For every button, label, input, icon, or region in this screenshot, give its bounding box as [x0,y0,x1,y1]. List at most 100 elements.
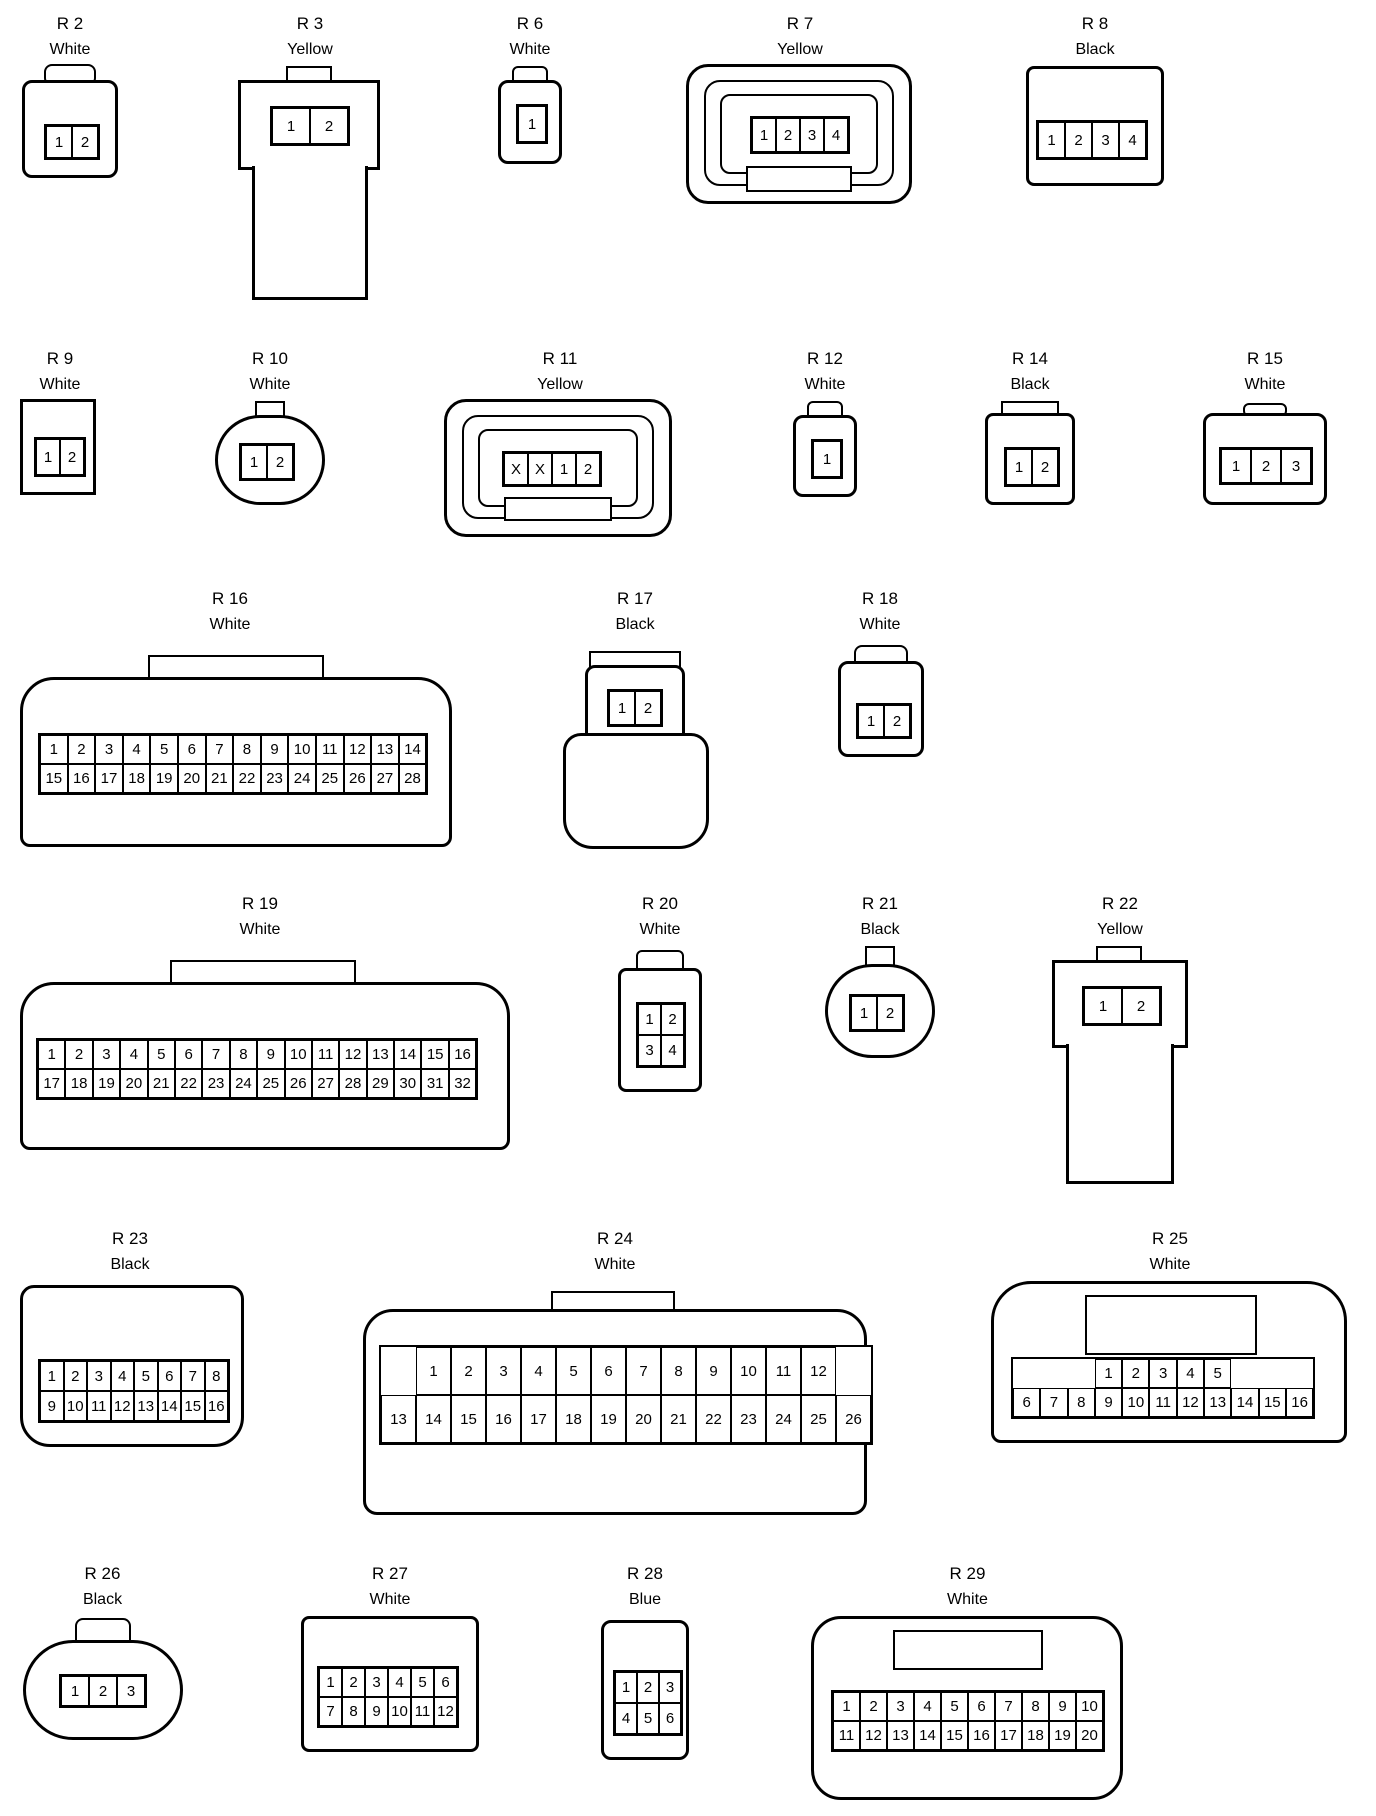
pin-cavity: 21 [205,764,234,793]
pin-cavity: 24 [229,1069,258,1098]
pin-cavity: 16 [968,1721,995,1750]
pin-cavity: 12 [801,1347,836,1395]
pin-cavity: 7 [181,1361,205,1391]
pin-cavity: 1 [638,1004,661,1035]
pin-cavity: 2 [1065,122,1092,158]
pin-cavity: 26 [284,1069,312,1098]
connector-color: White [947,1591,988,1608]
pin-cavity: 1 [1084,988,1122,1024]
pin-cavity: 5 [150,735,178,764]
connector-r6: R 6 White 1 [490,10,570,170]
pin-gap [836,1347,871,1395]
pin-cavity: 19 [591,1395,626,1443]
pin-cavity: 3 [95,735,123,764]
pin-cavity: 19 [92,1069,121,1098]
pin-cavity: 6 [157,1361,181,1391]
pin-cavity: 26 [343,764,372,793]
pin-cavity: 16 [204,1391,228,1421]
connector-color: White [1244,376,1286,393]
pin-grid: 1 [516,104,548,144]
latch [504,497,612,521]
pin-cavity: 1 [40,735,68,764]
pin-cavity: 11 [311,1040,340,1069]
housing-body [252,166,368,300]
pin-cavity: 15 [181,1391,205,1421]
pin-cavity: 1 [61,1676,89,1706]
pin-cavity: 11 [1149,1388,1177,1417]
connector-color: Black [110,1256,150,1273]
pin-cavity: 6 [659,1703,681,1734]
pin-cavity: 1 [552,453,576,485]
pin-cavity: 1 [46,126,72,158]
pin-cavity: 1 [813,441,841,477]
connector-code: R 28 [627,1564,663,1583]
connector-color: White [49,41,91,58]
pin-cavity: 23 [731,1395,766,1443]
pin-cavity: 12 [434,1697,457,1726]
pin-cavity: 7 [319,1697,342,1726]
pin-cavity: 22 [696,1395,731,1443]
pin-cavity: X [504,453,528,485]
pin-cavity: 1 [851,996,877,1030]
connector-code: R 3 [296,14,324,33]
pin-cavity: 12 [343,735,372,764]
pin-gap [1231,1359,1259,1388]
pin-cavity: 8 [229,1040,258,1069]
pin-gap [1040,1359,1068,1388]
pin-cavity: 25 [801,1395,836,1443]
pin-cavity: 2 [267,445,293,479]
pin-cavity: 11 [315,735,344,764]
pin-cavity: 14 [157,1391,181,1421]
pin-cavity: 14 [914,1721,941,1750]
pin-cavity: 20 [1076,1721,1103,1750]
pin-cavity: 10 [1076,1692,1103,1721]
pin-cavity: 13 [1204,1388,1232,1417]
latch [893,1630,1043,1670]
connector-color: White [509,41,551,58]
connector-code: R 25 [1152,1229,1188,1248]
pin-cavity: 5 [134,1361,158,1391]
pin-cavity: 12 [110,1391,134,1421]
pin-cavity: 4 [615,1703,637,1734]
pin-cavity: 7 [1040,1388,1068,1417]
pin-cavity: 5 [1204,1359,1232,1388]
pin-gap [1067,1359,1095,1388]
pin-cavity: 2 [1251,449,1281,483]
connector-color: White [249,376,291,393]
pin-cavity: 19 [1049,1721,1076,1750]
pin-cavity: 11 [87,1391,111,1421]
pin-cavity: 1 [319,1668,342,1697]
connector-color: White [859,616,901,633]
pin-grid: 1 [811,439,843,479]
latch [746,166,852,192]
pin-cavity: 9 [257,1040,285,1069]
housing [793,415,857,497]
pin-cavity: 16 [486,1395,521,1443]
pin-cavity: 1 [518,106,546,142]
pin-cavity: 15 [421,1040,449,1069]
pin-cavity: 22 [233,764,261,793]
pin-cavity: 4 [120,1040,148,1069]
pin-cavity: 11 [766,1347,801,1395]
pin-cavity: 10 [731,1347,766,1395]
connector-code: R 2 [56,14,84,33]
pin-cavity: 10 [63,1391,87,1421]
connector-color: Yellow [287,41,333,58]
